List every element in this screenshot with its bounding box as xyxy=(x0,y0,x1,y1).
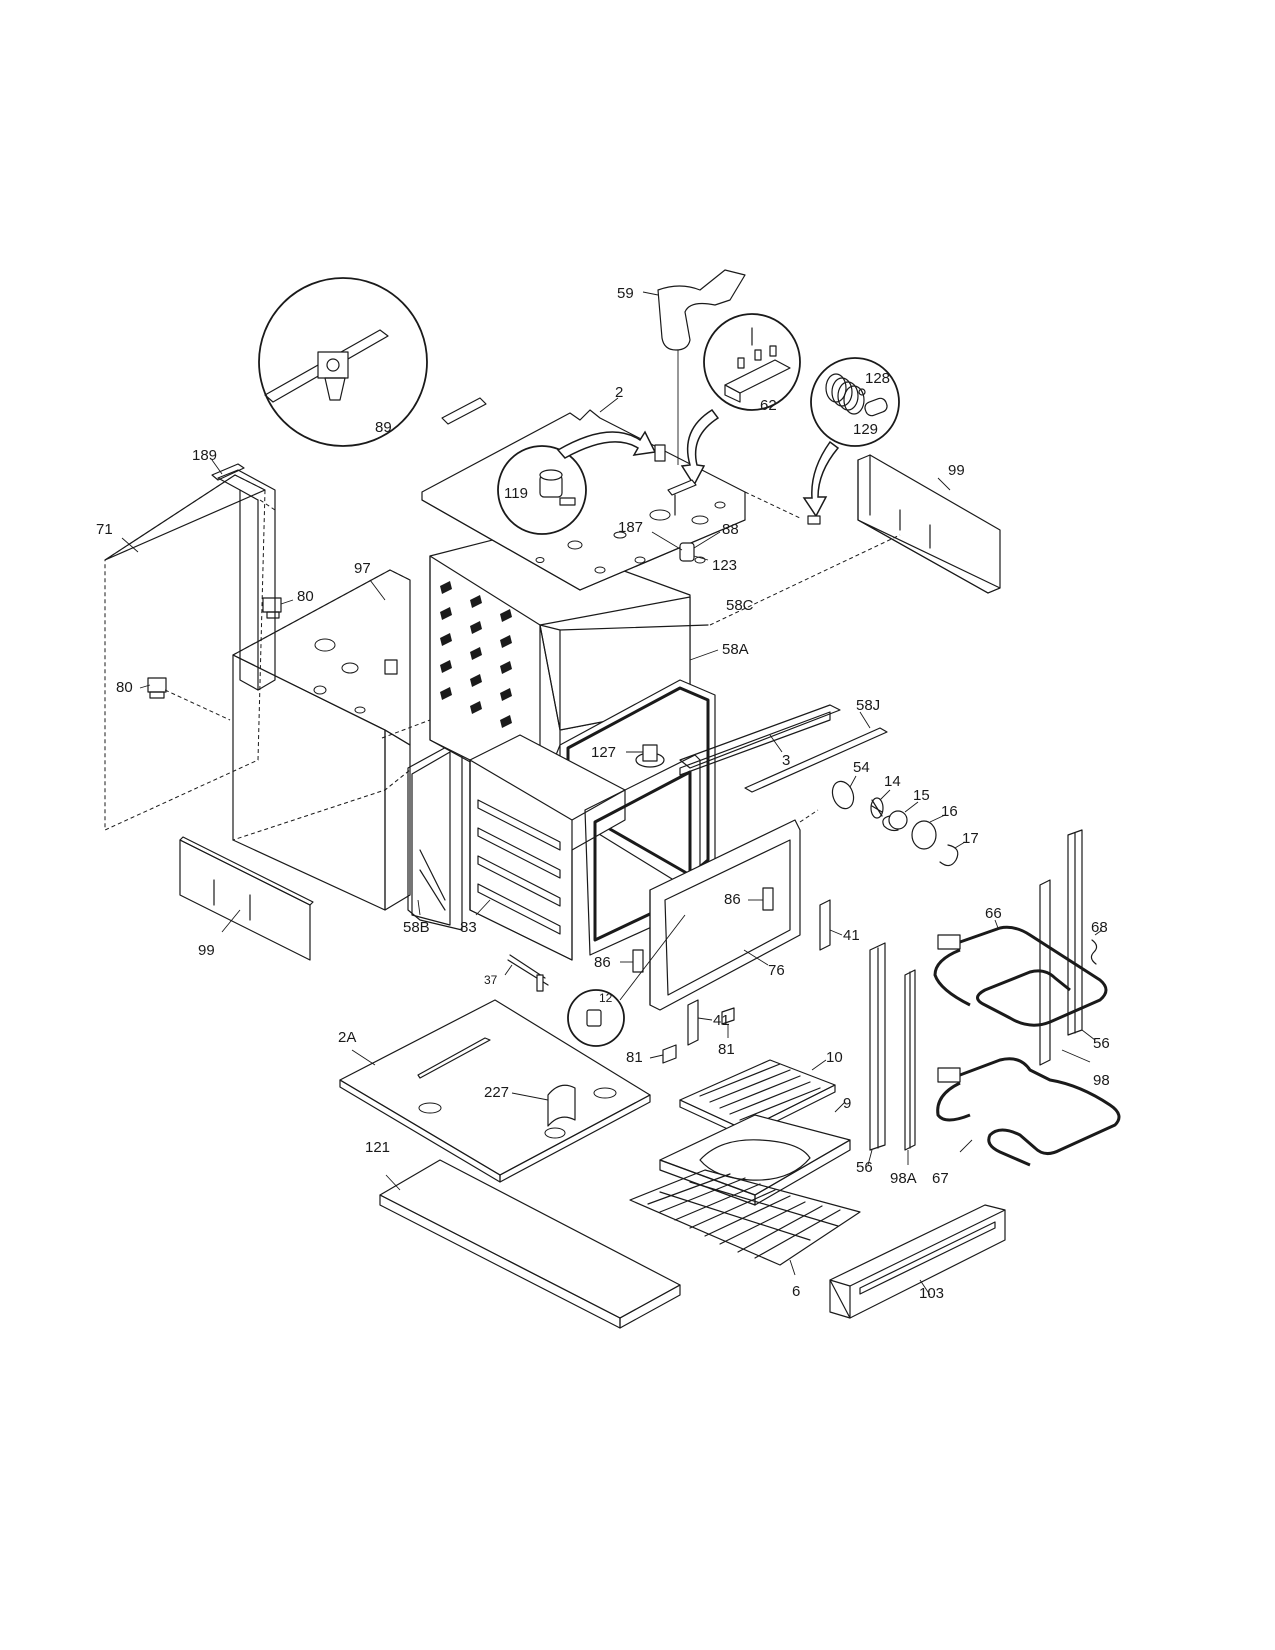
label-9: 9 xyxy=(843,1095,851,1112)
label-59: 59 xyxy=(617,285,634,302)
label-67: 67 xyxy=(932,1170,949,1187)
label-58J: 58J xyxy=(856,697,880,714)
label-98A: 98A xyxy=(890,1170,917,1187)
part-98A-rail xyxy=(904,969,916,1165)
part-3-rail xyxy=(679,704,841,776)
label-68: 68 xyxy=(1091,919,1108,936)
label-41-bottom: 41 xyxy=(713,1012,730,1029)
label-12: 12 xyxy=(599,991,613,1005)
part-97-side-panel xyxy=(232,569,411,911)
label-71: 71 xyxy=(96,521,113,538)
part-37-sensor xyxy=(504,954,549,992)
label-41-top: 41 xyxy=(843,927,860,944)
part-67-bake-element xyxy=(936,1057,1121,1167)
part-127-fitting xyxy=(626,744,665,768)
assembly-guide-lines xyxy=(164,491,901,823)
label-88: 88 xyxy=(722,521,739,538)
part-56-rail-left xyxy=(867,942,886,1166)
label-6: 6 xyxy=(792,1283,800,1300)
part-10-broiler-grid xyxy=(679,1059,836,1138)
part-76-door-frame xyxy=(649,819,801,1011)
label-98: 98 xyxy=(1093,1072,1110,1089)
label-2A: 2A xyxy=(338,1029,356,1046)
label-80-top: 80 xyxy=(297,588,314,605)
label-2: 2 xyxy=(615,384,623,401)
part-labels: 59 2 62 128 129 89 119 99 189 71 187 88 … xyxy=(96,285,1110,1302)
label-58B: 58B xyxy=(403,919,430,936)
part-189-channel xyxy=(211,459,276,691)
label-15: 15 xyxy=(913,787,930,804)
label-86-top: 86 xyxy=(724,891,741,908)
label-127: 127 xyxy=(591,744,616,761)
part-62-terminal-block xyxy=(724,327,791,403)
label-119: 119 xyxy=(504,485,528,502)
label-3: 3 xyxy=(782,752,790,769)
label-99-bottom: 99 xyxy=(198,942,215,959)
label-121: 121 xyxy=(365,1139,390,1156)
part-59-duct xyxy=(642,269,746,465)
label-187: 187 xyxy=(618,519,643,536)
arrow-62 xyxy=(680,408,720,487)
part-227-duct xyxy=(511,1084,576,1127)
part-86-hinges xyxy=(620,887,774,973)
label-58A: 58A xyxy=(722,641,749,658)
part-121-bottom-frame xyxy=(379,1159,681,1329)
callout-129-circle xyxy=(810,357,900,447)
part-103-kick-panel xyxy=(829,1204,1006,1319)
label-103: 103 xyxy=(919,1285,944,1302)
wrapper-slots xyxy=(440,581,512,728)
part-81-clips xyxy=(649,1007,735,1064)
part-41-strips xyxy=(687,899,843,1046)
label-81-left: 81 xyxy=(626,1049,643,1066)
part-66-broil-element xyxy=(933,919,1108,1027)
label-99-top: 99 xyxy=(948,462,965,479)
part-98-56-right-rails xyxy=(1039,829,1096,1066)
label-80-bottom: 80 xyxy=(116,679,133,696)
part-89-switch-detail xyxy=(264,329,487,425)
label-62: 62 xyxy=(760,397,777,414)
part-2A-bottom-panel xyxy=(339,999,651,1183)
label-37: 37 xyxy=(484,973,498,987)
part-129-spring xyxy=(825,373,888,417)
part-99-rear-panel xyxy=(857,454,1001,594)
label-66: 66 xyxy=(985,905,1002,922)
part-6-oven-rack xyxy=(629,1169,861,1276)
label-56-right: 56 xyxy=(1093,1035,1110,1052)
label-128: 128 xyxy=(865,370,890,387)
label-58C: 58C xyxy=(726,597,754,614)
part-light-assembly xyxy=(831,775,966,867)
label-86-bottom: 86 xyxy=(594,954,611,971)
part-119-valve xyxy=(539,469,576,506)
part-80-brackets xyxy=(139,597,294,699)
label-16: 16 xyxy=(941,803,958,820)
label-83: 83 xyxy=(460,919,477,936)
label-81-right: 81 xyxy=(718,1041,735,1058)
part-129-mount xyxy=(807,515,821,525)
part-71-panel xyxy=(104,474,266,831)
part-187-88-fittings xyxy=(651,531,721,562)
label-17: 17 xyxy=(962,830,979,847)
label-123: 123 xyxy=(712,557,737,574)
label-129: 129 xyxy=(853,421,878,438)
label-10: 10 xyxy=(826,1049,843,1066)
label-54: 54 xyxy=(853,759,870,776)
label-56-left: 56 xyxy=(856,1159,873,1176)
label-76: 76 xyxy=(768,962,785,979)
part-68-clip xyxy=(1090,929,1103,965)
part-99-lower-panel xyxy=(179,836,314,961)
label-89: 89 xyxy=(375,419,392,436)
part-58J-strip xyxy=(744,711,888,793)
part-58B-insulation xyxy=(407,744,463,931)
label-189: 189 xyxy=(192,447,217,464)
top-plate-mount xyxy=(654,444,697,516)
arrow-129 xyxy=(802,440,840,518)
label-227: 227 xyxy=(484,1084,509,1101)
label-97: 97 xyxy=(354,560,371,577)
label-14: 14 xyxy=(884,773,901,790)
part-12-bulb xyxy=(586,914,686,1027)
